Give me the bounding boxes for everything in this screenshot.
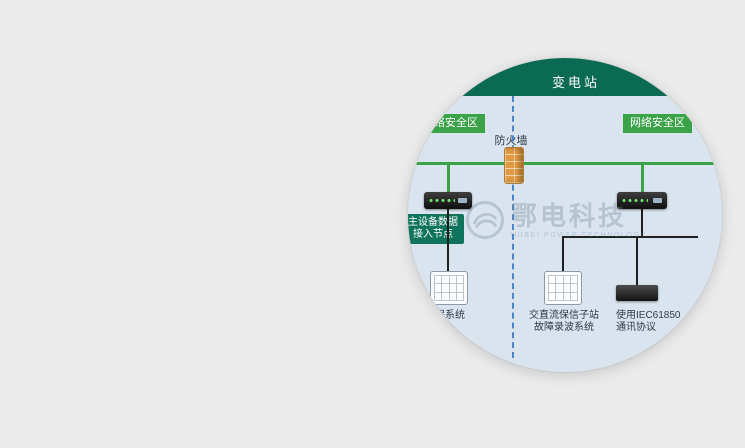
zone-divider-dashed-line [512,96,514,358]
switch-port-slot-icon [458,198,467,203]
label-substation-line1: 交直流保信子站 [529,310,599,321]
substation-diagram-circle: 变电站 网络安全区 网络安全区 防火墙 主设备数据 接入节点 保系统 交直流保信 [408,58,722,372]
access-node-line1: 主设备数据 [408,217,458,228]
watermark-logo-icon [466,201,504,239]
recorder-device [616,285,658,301]
zone-label-right: 网络安全区 [623,114,692,133]
network-bus-line [408,162,722,165]
label-protocol-line2: 通讯协议 [616,322,656,333]
relay-panel-grid-icon [548,275,578,301]
diagram-header-band: 变电站 [408,58,722,96]
label-substation-system: 交直流保信子站 故障录波系统 [522,310,606,334]
firewall-icon [504,147,524,184]
diagram-title: 变电站 [551,75,600,90]
firewall-label: 防火墙 [494,135,528,147]
label-substation-line2: 故障录波系统 [534,322,594,333]
connection-wire-right-horizontal [562,236,698,238]
network-switch-right [617,192,667,209]
label-protection-system: 保系统 [435,310,465,321]
protection-device-center [544,271,582,305]
watermark-name: 鄂电科技 [511,200,628,231]
switch-led-lights-icon [622,198,648,204]
label-protocol: 使用IEC61850 通讯协议 [616,310,706,334]
watermark-text: 鄂电科技 HUBEI POWER TECHNOLOGY [511,202,647,239]
watermark: 鄂电科技 HUBEI POWER TECHNOLOGY [466,201,647,239]
switch-port-slot-icon [653,198,662,203]
connection-wire-right-stub [641,208,643,237]
access-node-line2: 接入节点 [413,229,453,240]
connection-wire-recorder-drop [636,236,638,286]
bus-drop-left [447,162,450,194]
network-switch-left [424,192,472,209]
label-protocol-line1: 使用IEC61850 [616,310,681,321]
connection-wire-left-vertical [447,208,449,272]
watermark-subtitle: HUBEI POWER TECHNOLOGY [511,231,647,239]
relay-panel-grid-icon [434,275,464,301]
connection-wire-relay2-drop [562,236,564,272]
switch-led-lights-icon [429,198,455,204]
access-node-box: 主设备数据 接入节点 [408,214,464,244]
protection-device-left [430,271,468,305]
bus-drop-right [641,162,644,194]
zone-label-left: 网络安全区 [416,114,485,133]
